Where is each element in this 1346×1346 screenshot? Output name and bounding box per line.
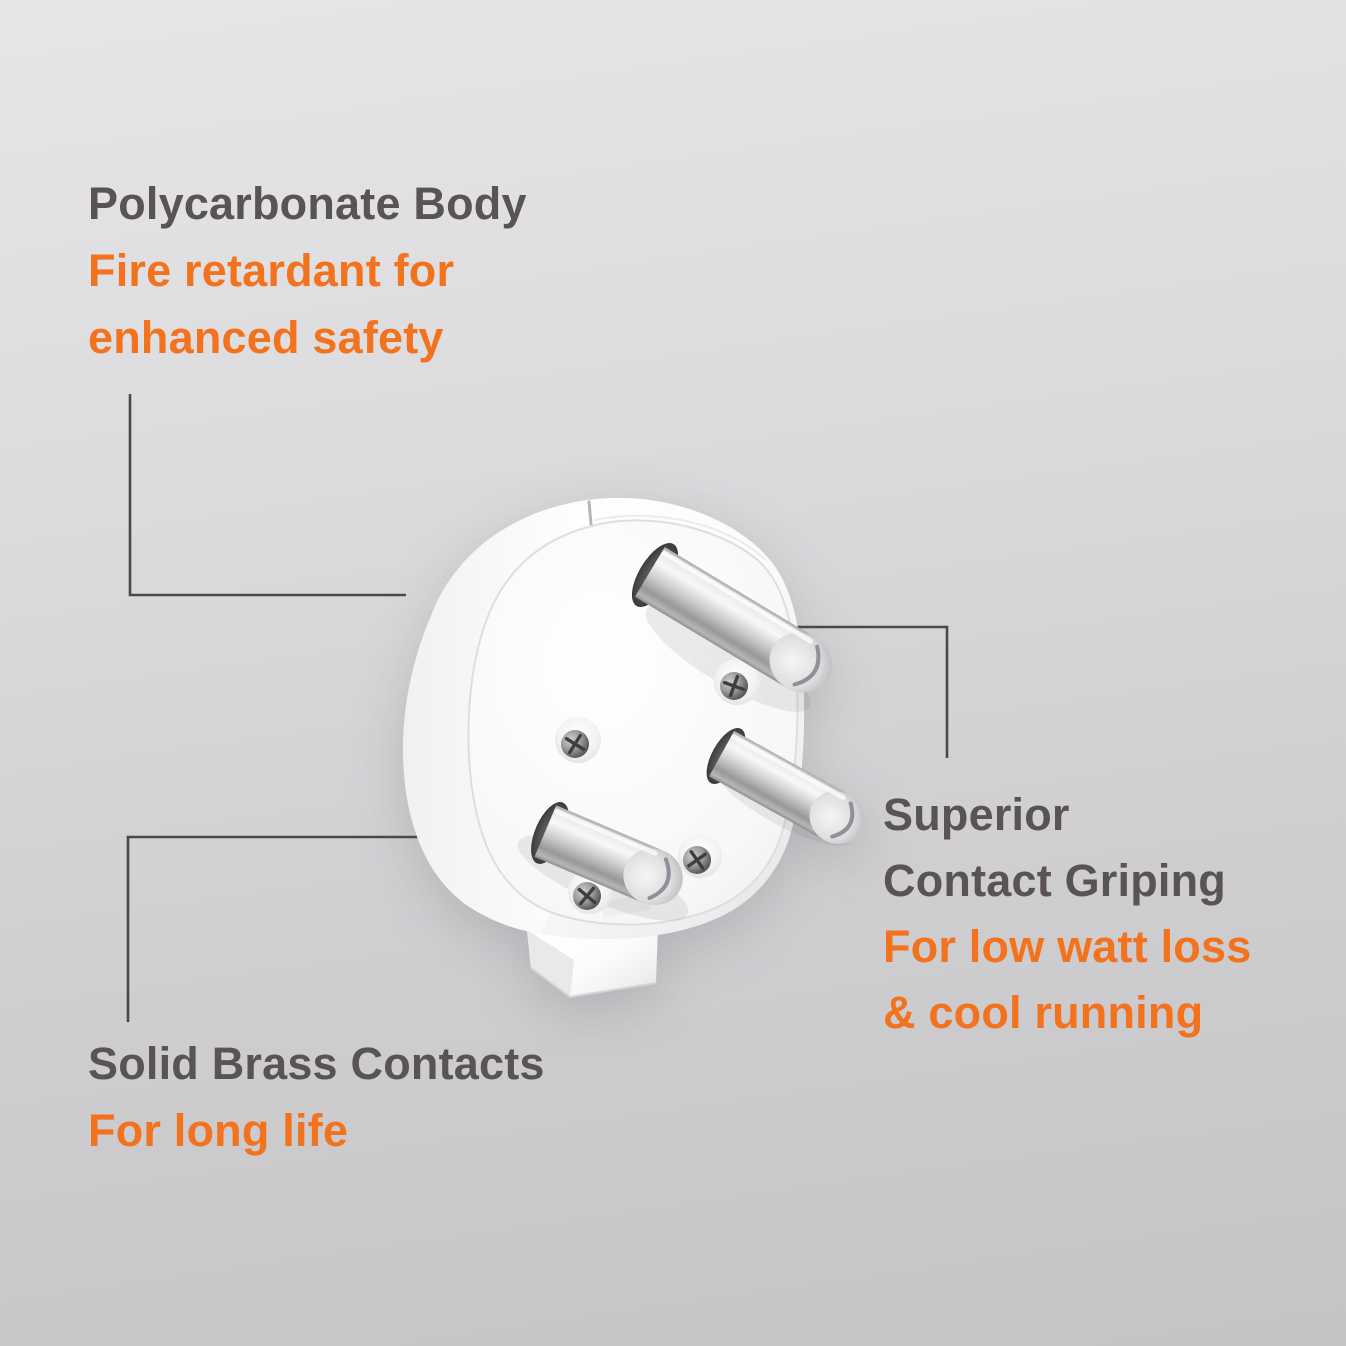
feature-contact-griping: Superior Contact Griping For low watt lo… [883,782,1251,1046]
feature-subtitle-line: & cool running [883,987,1204,1038]
feature-title: Superior [883,789,1070,840]
feature-subtitle-line: enhanced safety [88,312,444,363]
plug-screw [555,717,601,763]
plug-product-image [403,497,865,999]
feature-brass-contacts: Solid Brass Contacts For long life [88,1030,545,1164]
feature-subtitle-line: For long life [88,1105,349,1156]
plug-cable-stub [527,926,658,999]
plug-top-notch [587,500,593,526]
plug-pin-earth [631,543,832,693]
callout-line-contact-griping [780,625,949,758]
callout-line-polycarbonate-body [128,394,406,597]
plug-screw [678,834,722,878]
plug-pin-left [531,802,683,906]
plug-screw [714,659,760,705]
plug-pin-right [706,728,865,845]
feature-title: Solid Brass Contacts [88,1038,545,1089]
feature-polycarbonate-body: Polycarbonate Body Fire retardant for en… [88,170,527,371]
feature-title: Polycarbonate Body [88,178,527,229]
feature-title: Contact Griping [883,855,1226,906]
feature-subtitle-line: For low watt loss [883,921,1252,972]
feature-subtitle-line: Fire retardant for [88,245,455,296]
